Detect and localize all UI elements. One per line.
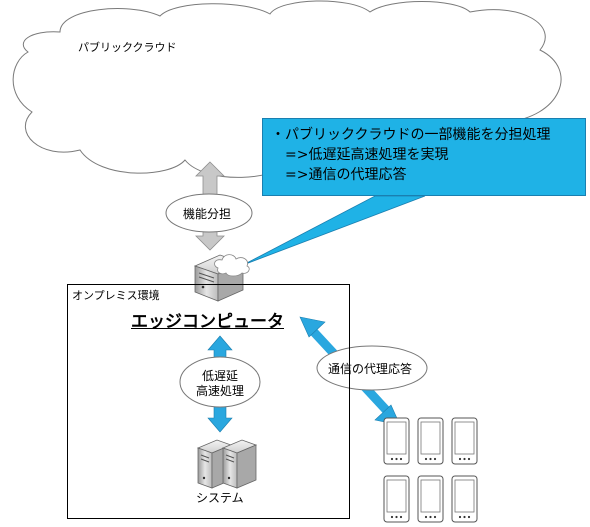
mobile-devices [383, 417, 478, 523]
callout-line-1: ・パブリッククラウドの一部機能を分担処理 [271, 127, 551, 143]
onpremise-label: オンプレミス環境 [72, 289, 160, 302]
edge-server-icon [193, 254, 245, 302]
mobile-device-icon [451, 417, 478, 465]
function-share-label: 機能分担 [183, 207, 232, 221]
mobile-device-icon [417, 475, 444, 523]
edge-mini-cloud-icon [214, 254, 250, 277]
mobile-device-icon [451, 475, 478, 523]
mobile-device-icon [383, 417, 410, 465]
system-label: システム [196, 491, 244, 505]
callout-line-3: =>通信の代理応答 [285, 167, 407, 183]
edge-computer-title: エッジコンピュータ [131, 312, 284, 332]
function-share-ellipse [165, 193, 253, 233]
low-latency-label-2: 高速処理 [196, 384, 245, 398]
proxy-response-label: 通信の代理応答 [328, 362, 413, 376]
proxy-response-ellipse [316, 345, 428, 391]
system-servers-icon [196, 439, 258, 489]
onpremise-frame [67, 284, 350, 519]
low-latency-label-1: 低遅延 [202, 369, 239, 383]
callout-box: ・パブリッククラウドの一部機能を分担処理 =>低遅延高速処理を実現 =>通信の代… [262, 118, 586, 196]
low-latency-ellipse [179, 356, 261, 408]
callout-pointer [242, 195, 426, 266]
callout-line-2: =>低遅延高速処理を実現 [285, 147, 449, 163]
mobile-device-icon [383, 475, 410, 523]
cloud-label: パブリッククラウド [78, 41, 177, 54]
mobile-device-icon [417, 417, 444, 465]
